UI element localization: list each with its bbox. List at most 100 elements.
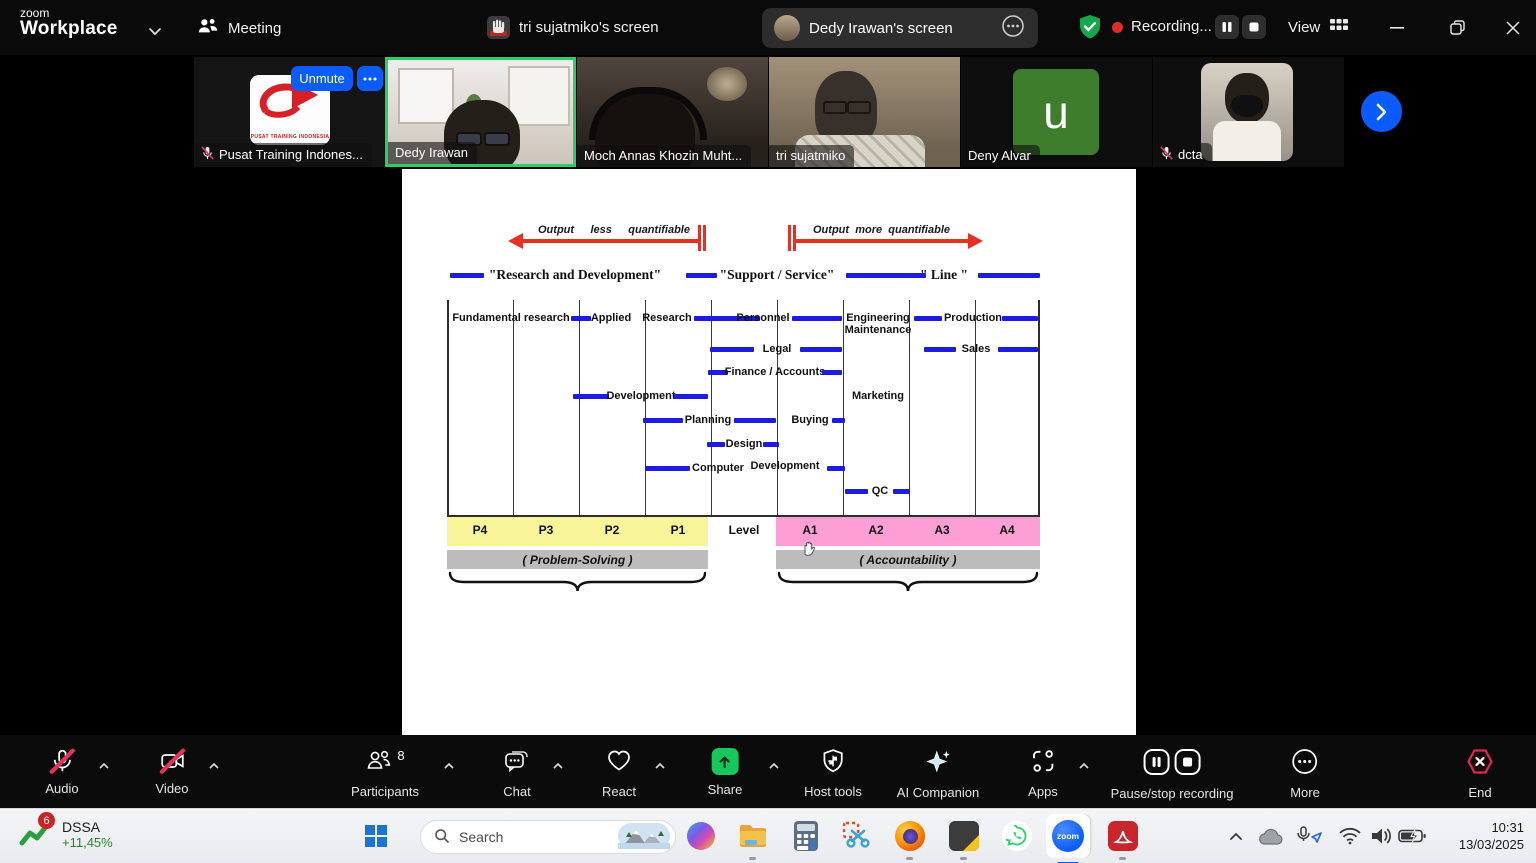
connector-bar xyxy=(914,316,942,321)
camera-muted-icon xyxy=(158,747,186,775)
restore-button[interactable] xyxy=(1434,0,1480,55)
pause-recording-icon[interactable] xyxy=(1142,748,1170,779)
pause-stop-recording-button[interactable]: Pause/stop recording xyxy=(1111,748,1233,801)
tray-mic-location-icon[interactable] xyxy=(1293,818,1325,854)
next-participants-button[interactable] xyxy=(1361,91,1402,132)
tray-chevron-up-icon[interactable] xyxy=(1222,818,1250,854)
role-qc: QC xyxy=(871,485,889,497)
ai-companion-button[interactable]: AI Companion xyxy=(897,748,979,800)
connector-bar xyxy=(571,316,591,321)
header-rnd: "Research and Development" xyxy=(488,267,662,282)
search-highlight-thumbnail[interactable] xyxy=(618,822,670,852)
onedrive-icon[interactable] xyxy=(1256,818,1286,854)
level-a1: A1 xyxy=(802,523,818,537)
audio-label: Audio xyxy=(45,781,79,796)
video-options-chevron[interactable] xyxy=(208,757,220,775)
connector-bar xyxy=(845,489,868,494)
level-a4: A4 xyxy=(999,523,1015,537)
chat-options-chevron[interactable] xyxy=(552,757,564,775)
participant-tile-deny-alvar[interactable]: u Deny Alvar xyxy=(961,57,1152,167)
host-tools-button[interactable]: Host tools xyxy=(804,748,862,799)
participant-name: dcta xyxy=(1178,147,1203,162)
search-box[interactable]: Search xyxy=(420,820,676,854)
participant-tile-moch-annas[interactable]: Moch Annas Khozin Muht... xyxy=(577,57,768,167)
copilot-icon[interactable] xyxy=(683,818,719,854)
connector-bar xyxy=(645,466,690,471)
chat-button[interactable]: Chat xyxy=(503,748,531,799)
taskbar-clock[interactable]: 10:31 13/03/2025 xyxy=(1459,819,1524,853)
role-sales: Sales xyxy=(961,343,991,355)
participant-name: Pusat Training Indones... xyxy=(219,147,363,162)
battery-icon[interactable] xyxy=(1396,818,1428,854)
file-explorer-icon[interactable] xyxy=(735,818,771,854)
recording-stop-button[interactable] xyxy=(1242,15,1266,39)
connector-bar xyxy=(763,442,779,447)
arrow-right-head xyxy=(968,233,983,249)
recording-pause-button[interactable] xyxy=(1215,15,1239,39)
acrobat-icon[interactable] xyxy=(1105,818,1141,854)
share-icon xyxy=(711,748,739,775)
video-button[interactable]: Video xyxy=(155,747,189,796)
share-options-chevron[interactable] xyxy=(768,757,780,775)
react-options-chevron[interactable] xyxy=(654,757,666,775)
logo-zoom-text: zoom xyxy=(20,6,50,20)
unmute-button[interactable]: Unmute xyxy=(291,66,353,91)
audio-options-chevron[interactable] xyxy=(98,757,110,775)
tab-meeting-label: Meeting xyxy=(228,19,282,37)
tab-meeting[interactable]: Meeting xyxy=(197,16,281,40)
wifi-icon[interactable] xyxy=(1335,818,1365,854)
participant-tile-dcta[interactable]: dcta xyxy=(1153,57,1344,167)
volume-icon[interactable] xyxy=(1366,818,1396,854)
stop-recording-icon[interactable] xyxy=(1173,748,1201,779)
lamp-glow xyxy=(707,67,747,101)
apps-button[interactable]: Apps xyxy=(1028,748,1058,799)
minimize-button[interactable] xyxy=(1374,0,1420,55)
recording-dot-icon xyxy=(1112,22,1123,33)
headphones xyxy=(589,87,707,140)
workspace-chevron-down-icon[interactable] xyxy=(148,23,162,41)
meeting-toolbar: Audio Video 8 Participants C xyxy=(0,735,1536,808)
security-shield-icon[interactable] xyxy=(1078,14,1102,45)
tab-dedy-irawan-screen[interactable]: Dedy Irawan's screen xyxy=(762,8,1038,48)
accountability-label-band: ( Accountability ) xyxy=(776,550,1040,569)
react-button[interactable]: React xyxy=(602,748,636,799)
participant-tile-tri-sujatmiko[interactable]: tri sujatmiko xyxy=(769,57,960,167)
role-planning: Planning xyxy=(684,414,732,426)
share-button[interactable]: Share xyxy=(708,748,742,797)
participant-tile-pusat-training[interactable]: PUSAT TRAINING INDONESIA Unmute Pusat Tr… xyxy=(194,57,385,167)
apps-options-chevron[interactable] xyxy=(1078,757,1090,775)
connector-bar xyxy=(573,394,609,399)
tab-options-ellipsis-icon[interactable] xyxy=(1000,13,1026,43)
end-button[interactable]: End xyxy=(1465,748,1495,800)
more-ellipsis-icon xyxy=(1292,748,1319,778)
stocks-widget[interactable]: 6 DSSA +11,45% xyxy=(18,812,113,851)
snipping-tool-icon[interactable] xyxy=(840,818,876,854)
calculator-icon[interactable] xyxy=(788,818,824,854)
start-button[interactable] xyxy=(358,818,394,854)
firefox-icon[interactable] xyxy=(892,818,928,854)
title-bar: zoom Workplace Meeting tri sujatmiko's s… xyxy=(0,0,1536,55)
participant-name: Dedy Irawan xyxy=(395,145,468,160)
audio-button[interactable]: Audio xyxy=(45,747,79,796)
connector-bar xyxy=(893,489,910,494)
whatsapp-icon[interactable] xyxy=(999,818,1035,854)
view-button[interactable]: View xyxy=(1288,17,1349,37)
zoom-app-icon-active[interactable]: zoom xyxy=(1046,814,1090,858)
glasses xyxy=(484,132,510,146)
close-button[interactable] xyxy=(1490,0,1536,55)
tab-tri-sujatmiko-screen[interactable]: tri sujatmiko's screen xyxy=(487,16,659,39)
zoom-icon-label: zoom xyxy=(1056,831,1080,841)
role-maintenance: Maintenance xyxy=(844,324,912,336)
tile-more-button[interactable] xyxy=(357,66,383,91)
react-label: React xyxy=(602,784,636,799)
role-marketing: Marketing xyxy=(852,390,904,402)
connector-bar xyxy=(710,347,754,352)
participants-options-chevron[interactable] xyxy=(443,757,455,775)
participants-button[interactable]: 8 Participants xyxy=(351,748,419,799)
notebook-icon[interactable] xyxy=(946,818,982,854)
white-shirt xyxy=(1213,121,1281,161)
participant-tile-dedy-irawan-active[interactable]: Dedy Irawan xyxy=(385,57,576,167)
more-button[interactable]: More xyxy=(1290,748,1320,800)
people-icon xyxy=(197,16,219,40)
